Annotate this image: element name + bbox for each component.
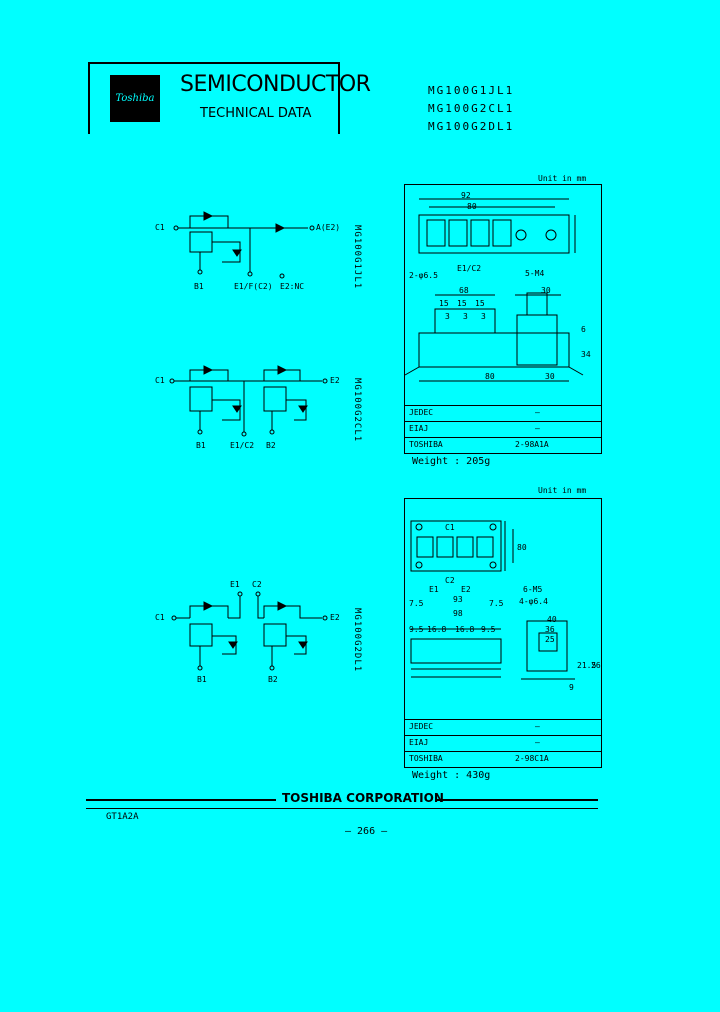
pkg2-dim-9: 9 — [569, 683, 574, 692]
pkg1-dim-34: 34 — [581, 350, 591, 359]
circuit1-e1c2-label: E1/F(C2) — [234, 282, 273, 291]
package2-weight: Weight : 430g — [412, 770, 491, 781]
pkg2-row-eiaj: EIAJ— — [405, 735, 601, 751]
pkg1-hole: 2-φ6.5 — [409, 271, 438, 280]
pkg2-dim-9-5a: 9.5 — [409, 625, 424, 634]
circuit3-c2-label: C2 — [252, 580, 262, 589]
toshiba-logo: Toshiba — [110, 75, 160, 122]
footer-corporation: TOSHIBA CORPORATION — [282, 791, 444, 805]
pkg1-row-eiaj: EIAJ— — [405, 421, 601, 437]
pkg1-row-jedec: JEDEC— — [405, 405, 601, 421]
circuit2-e1c2-label: E1/C2 — [230, 441, 255, 450]
pkg2-e1: E1 — [429, 585, 439, 594]
pkg1-dim-15c: 15 — [475, 299, 485, 308]
circuit3-b1-label: B1 — [197, 675, 207, 684]
circuit2-b2-label: B2 — [266, 441, 276, 450]
pkg2-dim-7-5b: 7.5 — [489, 599, 504, 608]
circuit2-e2-label: E2 — [330, 376, 340, 385]
pkg1-dim-3c: 3 — [481, 312, 486, 321]
part-number-3: MG100G2DL1 — [428, 120, 515, 133]
pkg1-dim-15a: 15 — [439, 299, 449, 308]
circuit1-e2nc-label: E2:NC — [280, 282, 305, 291]
circuit3-c1-label: C1 — [155, 613, 165, 622]
pkg2-c1: C1 — [445, 523, 455, 532]
pkg2-dim-7-5a: 7.5 — [409, 599, 424, 608]
pkg2-dim-16-8b: 16.8 — [455, 625, 475, 634]
pkg2-dim-80: 80 — [517, 543, 527, 552]
pkg1-dim-80: 80 — [467, 202, 477, 211]
circuit3-e1-label: E1 — [230, 580, 240, 589]
pkg1-dim-68: 68 — [459, 286, 469, 295]
pkg1-dim-6: 6 — [581, 325, 586, 334]
pkg2-dim-36: 36 — [545, 625, 555, 634]
pkg2-dim-93: 93 — [453, 595, 463, 604]
pkg2-dim-9-5b: 9.5 — [481, 625, 496, 634]
pkg1-m4: 5-M4 — [525, 269, 545, 278]
pkg2-hole: 4-φ6.4 — [519, 597, 548, 606]
pkg2-dim-98: 98 — [453, 609, 463, 618]
pkg1-dim-3a: 3 — [445, 312, 450, 321]
pkg1-dim-30b: 30 — [545, 372, 555, 381]
page-number: – 266 – — [345, 826, 388, 837]
circuit3-e2-label: E2 — [330, 613, 340, 622]
footer-code: GT1A2A — [106, 812, 139, 822]
circuit2-b1-label: B1 — [196, 441, 206, 450]
package1-drawing: 92 80 E1/C2 5-M4 2-φ6.5 68 30 15 15 15 3… — [404, 184, 602, 454]
pkg1-dim-92: 92 — [461, 191, 471, 200]
header-subtitle: TECHNICAL DATA — [200, 106, 312, 121]
package1-weight: Weight : 205g — [412, 456, 491, 467]
package2-unit: Unit in mm — [538, 486, 587, 495]
pkg1-e1c2: E1/C2 — [457, 264, 482, 273]
pkg1-dim-80b: 80 — [485, 372, 495, 381]
pkg2-dim-40: 40 — [547, 615, 557, 624]
pkg2-dim-21-5: 21.5 — [577, 661, 597, 670]
circuit3-part-label: MG100G2DL1 — [352, 608, 362, 673]
pkg2-m5: 6-M5 — [523, 585, 543, 594]
circuit1-a-e2-label: A(E2) — [316, 223, 341, 232]
header-title: SEMICONDUCTOR — [180, 72, 371, 97]
pkg2-dim-16-8a: 16.8 — [427, 625, 447, 634]
pkg2-c2: C2 — [445, 576, 455, 585]
pkg2-dim-25: 25 — [545, 635, 555, 644]
pkg1-dim-15b: 15 — [457, 299, 467, 308]
part-number-1: MG100G1JL1 — [428, 84, 515, 97]
circuit3-b2-label: B2 — [268, 675, 278, 684]
footer-rule-right — [436, 799, 598, 801]
pkg2-dim-26: 26 — [591, 661, 601, 670]
package2-drawing: C1 C2 E1 E2 6-M5 4-φ6.4 93 98 80 40 36 2… — [404, 498, 602, 768]
circuit1-b1-label: B1 — [194, 282, 204, 291]
package1-unit: Unit in mm — [538, 174, 587, 183]
header-frame — [88, 62, 340, 134]
footer-rule-bottom — [86, 808, 598, 809]
part-number-2: MG100G2CL1 — [428, 102, 515, 115]
pkg2-e2: E2 — [461, 585, 471, 594]
footer-rule-left — [86, 799, 276, 801]
pkg1-dim-3b: 3 — [463, 312, 468, 321]
circuit2-c1-label: C1 — [155, 376, 165, 385]
pkg2-row-jedec: JEDEC— — [405, 719, 601, 735]
pkg1-dim-30: 30 — [541, 286, 551, 295]
circuit1-c1-label: C1 — [155, 223, 165, 232]
